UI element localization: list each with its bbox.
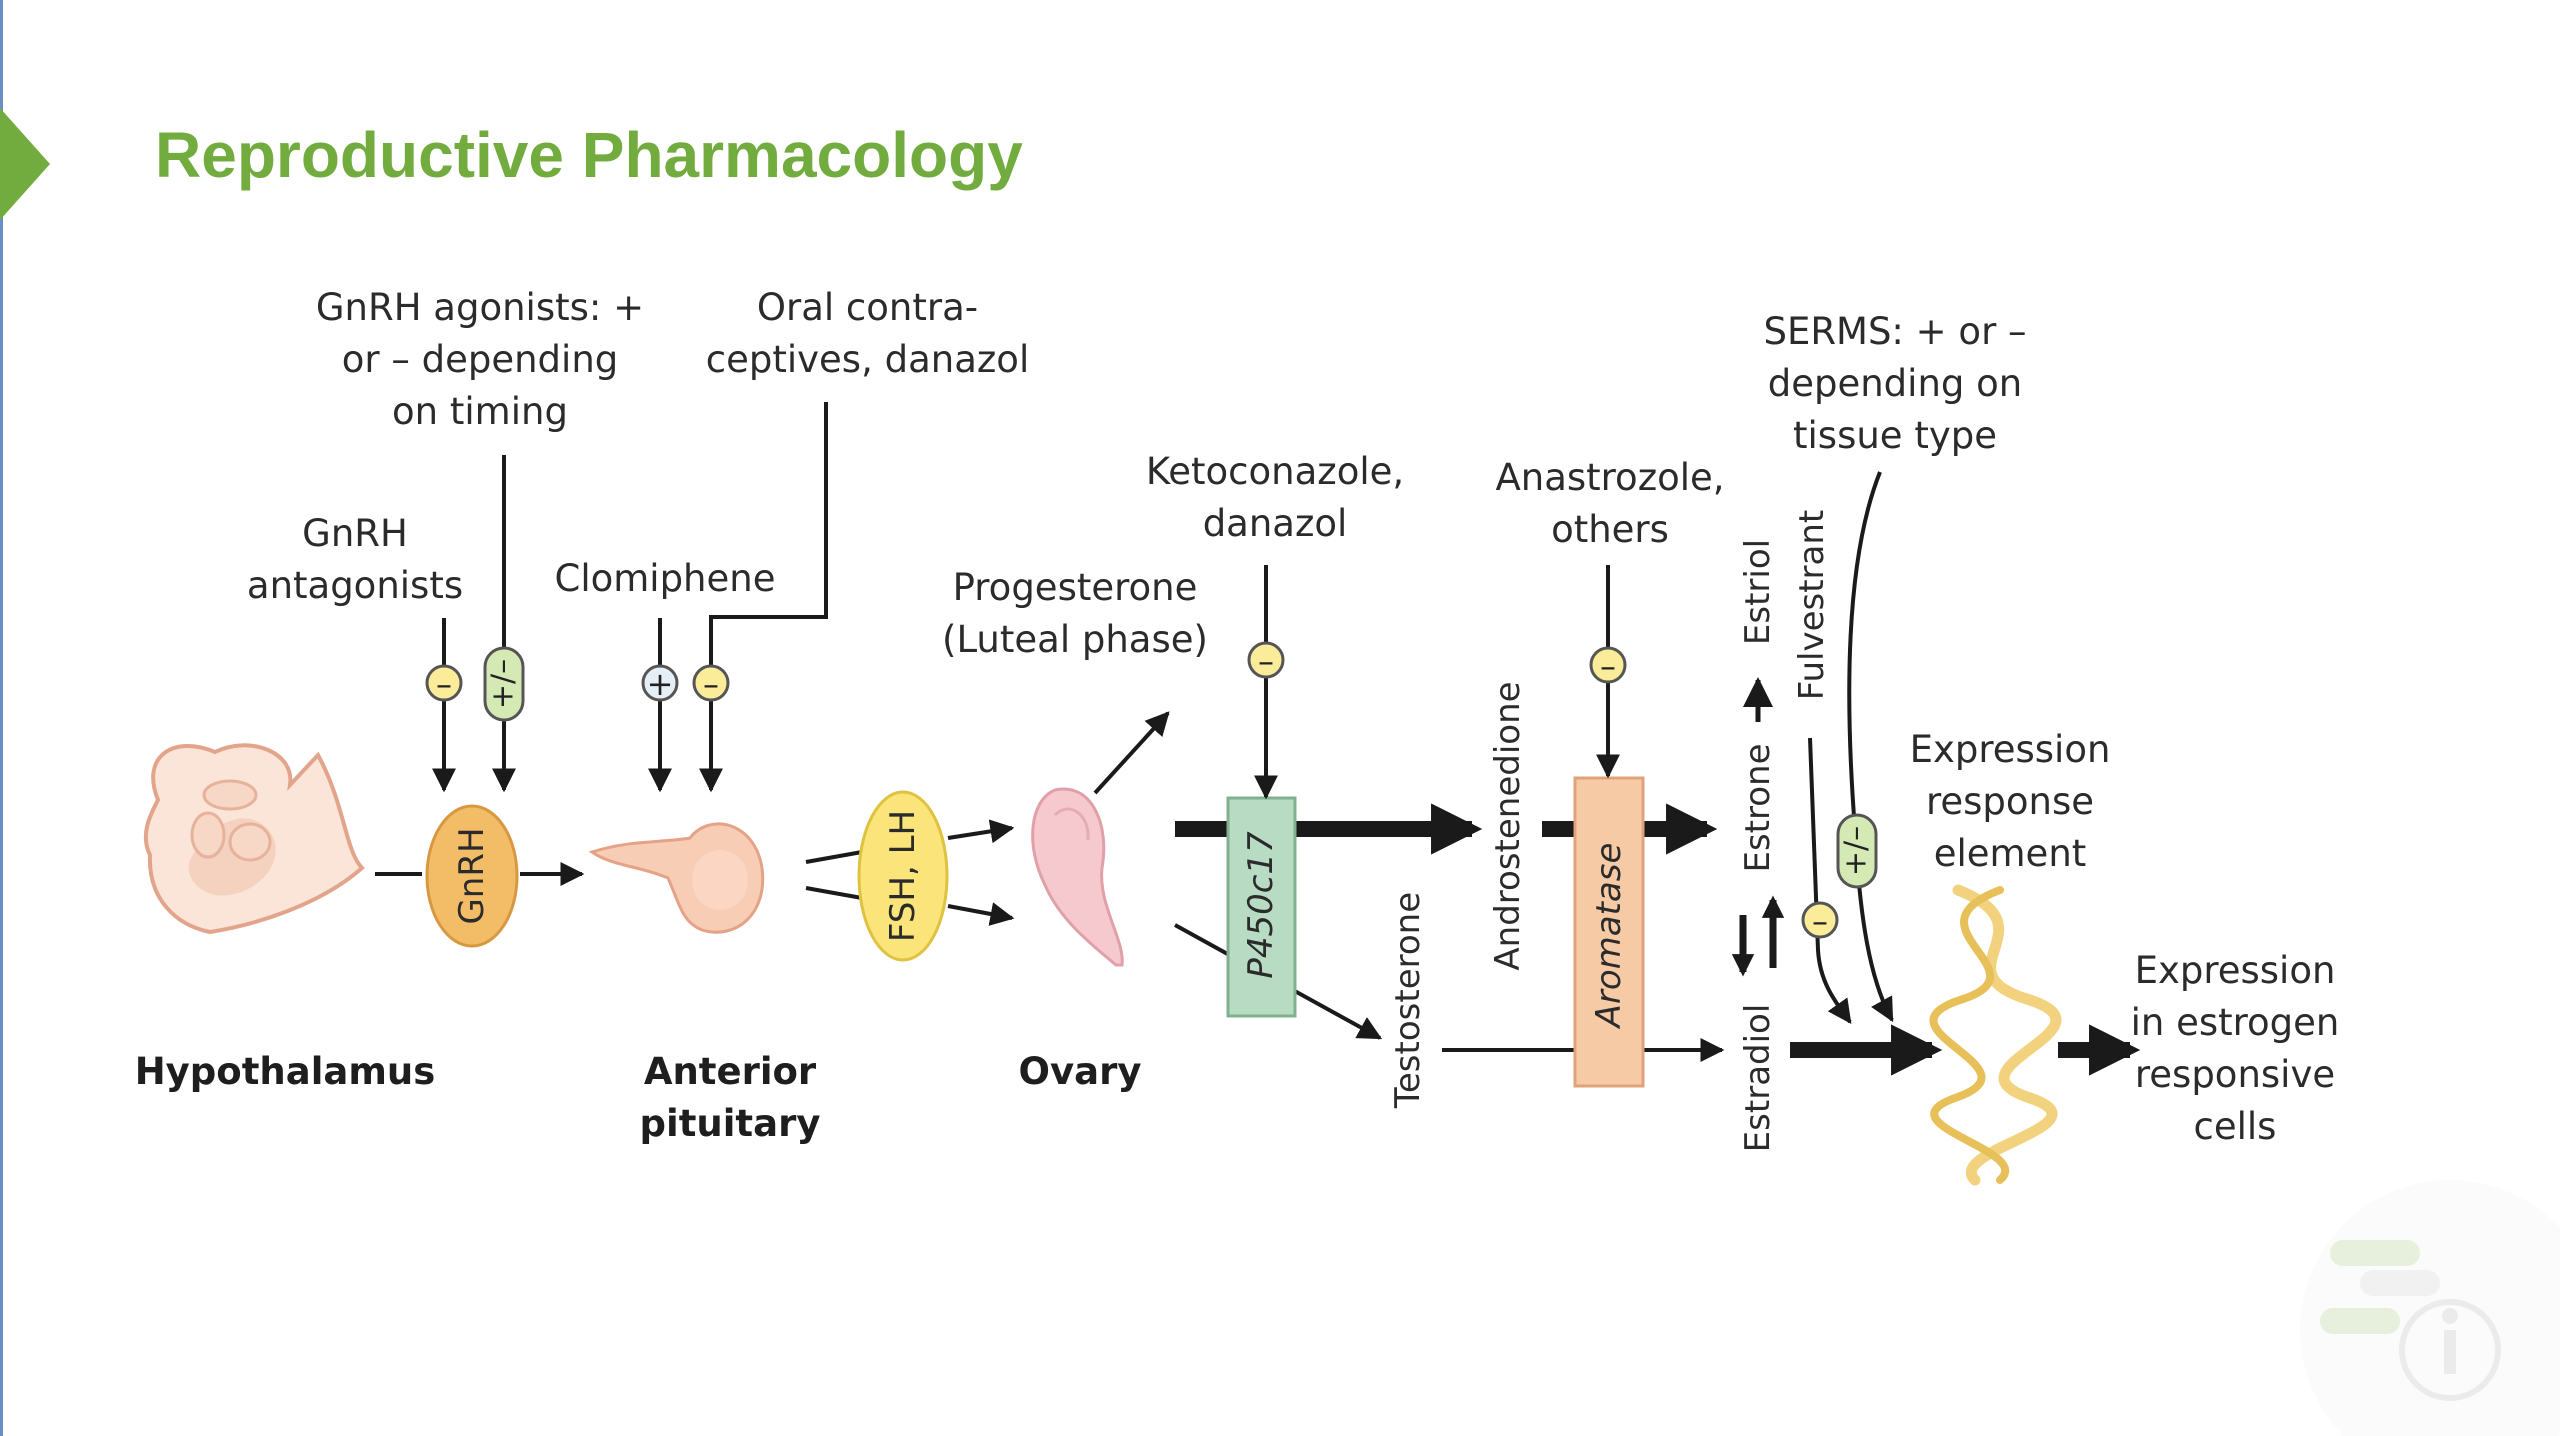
p450c17-label: P450c17 — [1241, 831, 1281, 979]
svg-text:–: – — [436, 665, 452, 703]
progesterone-label: Progesterone (Luteal phase) — [942, 566, 1208, 661]
fulvestrant-minus-marker: – — [1801, 901, 1839, 940]
ovary-illustration — [1031, 787, 1124, 967]
serm-plus-minus-marker: +/– — [1836, 813, 1878, 889]
gnrh-label: GnRH — [452, 827, 492, 925]
gnrh-antagonists-label: GnRH antagonists — [246, 512, 464, 607]
estradiol-label: Estradiol — [1738, 1003, 1778, 1153]
fsh-lh-node — [857, 790, 949, 962]
oral-contraceptives-label: Oral contra- ceptives, danazol — [705, 286, 1030, 381]
ovary-label: Ovary — [1018, 1050, 1142, 1093]
aromatase-label: Aromatase — [1589, 842, 1629, 1028]
svg-text:–: – — [703, 665, 719, 703]
androstenedione-label: Androstenedione — [1488, 681, 1528, 971]
anastrozole-label: Anastrozole, others — [1495, 456, 1725, 551]
serms-label: SERMS: + or – depending on tissue type — [1763, 310, 2027, 457]
dna-helix-illustration — [1929, 884, 2062, 1186]
svg-text:–: – — [1258, 642, 1274, 680]
slide-title: Reproductive Pharmacology — [155, 119, 1023, 191]
anterior-pituitary-illustration — [588, 822, 765, 934]
gnrh-antagonist-minus-marker: – — [425, 664, 463, 703]
anterior-pituitary-label: Anterior pituitary — [639, 1050, 821, 1145]
hypothalamus-label: Hypothalamus — [134, 1050, 436, 1093]
slide-marker-tab — [0, 108, 50, 220]
left-border-line — [0, 0, 3, 1436]
fsh-lh-label: FSH, LH — [883, 809, 923, 943]
ketoconazole-label: Ketoconazole, danazol — [1145, 450, 1405, 545]
fulvestrant-label: Fulvestrant — [1792, 509, 1832, 701]
brand-watermark-logo — [2300, 1180, 2560, 1436]
anastrozole-minus-marker: – — [1589, 646, 1627, 685]
oral-contraceptive-minus-marker: – — [692, 664, 730, 703]
svg-text:+/–: +/– — [1839, 826, 1874, 876]
svg-text:+: + — [647, 665, 674, 703]
testosterone-label: Testosterone — [1388, 891, 1428, 1109]
clomiphene-plus-marker: + — [641, 664, 679, 703]
hypothalamus-illustration — [143, 743, 365, 935]
gnrh-agonists-label: GnRH agonists: + or – depending on timin… — [315, 286, 645, 433]
ketoconazole-minus-marker: – — [1247, 641, 1285, 680]
svg-text:–: – — [1812, 902, 1828, 940]
estrone-label: Estrone — [1738, 743, 1778, 873]
svg-text:–: – — [1600, 647, 1616, 685]
gnrh-agonist-plus-minus-marker: +/– — [483, 646, 525, 722]
aromatase-box — [1573, 776, 1645, 1088]
clomiphene-label: Clomiphene — [554, 557, 776, 600]
expression-response-element-label: Expression response element — [1909, 728, 2111, 875]
expression-in-estrogen-cells-label: Expression in estrogen responsive cells — [2130, 949, 2340, 1148]
svg-text:+/–: +/– — [486, 659, 521, 709]
gnrh-node — [425, 804, 519, 948]
